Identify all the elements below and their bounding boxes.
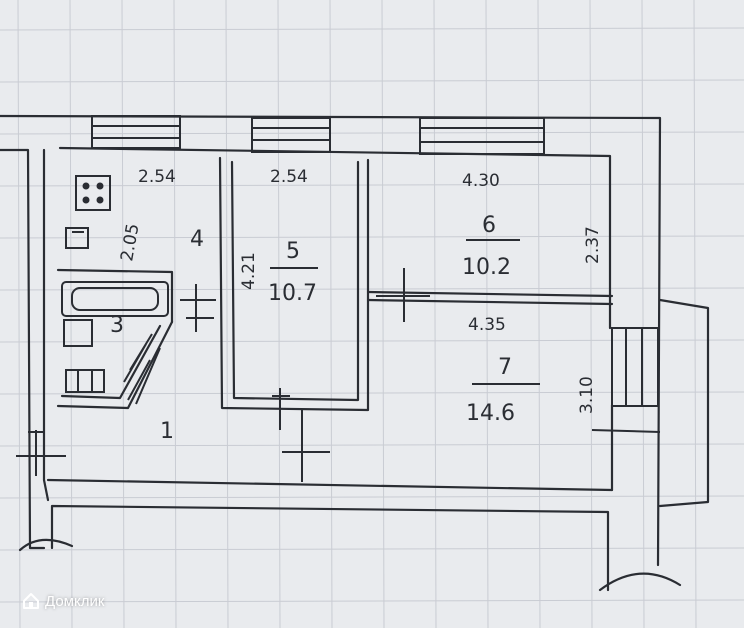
- bathtub-icon: [61, 281, 169, 317]
- dim-room7-width: 4.35: [468, 315, 506, 335]
- outer-wall-top-outer: [0, 114, 662, 567]
- balcony-outline: [658, 298, 710, 508]
- room6-area: 10.2: [462, 255, 511, 280]
- dim-room6-depth: 2.37: [583, 226, 603, 264]
- right-corner-curve: [598, 572, 682, 592]
- door-entry: [16, 430, 66, 476]
- door-room6: [376, 268, 430, 322]
- stove-icon: [75, 175, 111, 211]
- outer-wall-left-outer: [0, 148, 46, 550]
- room-bath-number: 3: [110, 313, 124, 338]
- windows: [91, 115, 659, 407]
- dim-kitchen-depth: 2.05: [117, 222, 143, 263]
- room5-number: 5: [286, 239, 300, 264]
- watermark: Домклик: [22, 592, 104, 610]
- entry-curve: [18, 538, 74, 552]
- washbasin-icon: [63, 319, 93, 347]
- dim-room5-depth: 4.21: [239, 252, 259, 290]
- room5-wall-inner: [230, 160, 360, 402]
- bath-partition-inner: [60, 324, 162, 400]
- sink-icon: [65, 227, 89, 249]
- watermark-text: Домклик: [45, 592, 105, 610]
- dim-room5-width: 2.54: [270, 167, 308, 187]
- room5-wall: [218, 156, 370, 412]
- bottom-wall-inner: [46, 478, 614, 492]
- outer-wall-left-inner: [42, 148, 50, 502]
- window-room7: [611, 327, 659, 407]
- room-hall-number: 1: [160, 419, 174, 444]
- window-room6: [419, 117, 545, 155]
- room7-area: 14.6: [466, 401, 515, 426]
- house-icon: [23, 593, 39, 609]
- kitchen-fixtures: [65, 175, 111, 249]
- room5-area: 10.7: [268, 281, 317, 306]
- door-balcony: [591, 416, 661, 468]
- door-room5: [272, 388, 330, 482]
- bath-hatching: [123, 333, 161, 405]
- toilet-icon: [65, 369, 105, 393]
- dim-room6-width: 4.30: [462, 171, 500, 191]
- bath-partition: [56, 320, 174, 410]
- outer-wall-top-inner: [58, 146, 612, 330]
- dim-room7-depth: 3.10: [577, 376, 597, 414]
- bathroom-fixtures: [61, 281, 169, 405]
- door-bath: [180, 284, 216, 332]
- window-room5: [251, 117, 331, 153]
- dim-kitchen-width: 2.54: [138, 167, 176, 187]
- room7-number: 7: [498, 355, 512, 380]
- kitchen-partition: [56, 268, 174, 324]
- bottom-wall-outer: [50, 504, 610, 592]
- window-kitchen: [91, 115, 181, 149]
- partition-6-7: [366, 290, 614, 298]
- room-kitchen-number: 4: [190, 227, 204, 252]
- partition-6-7-inner: [366, 298, 614, 306]
- room6-number: 6: [482, 213, 496, 238]
- doors: [16, 268, 661, 482]
